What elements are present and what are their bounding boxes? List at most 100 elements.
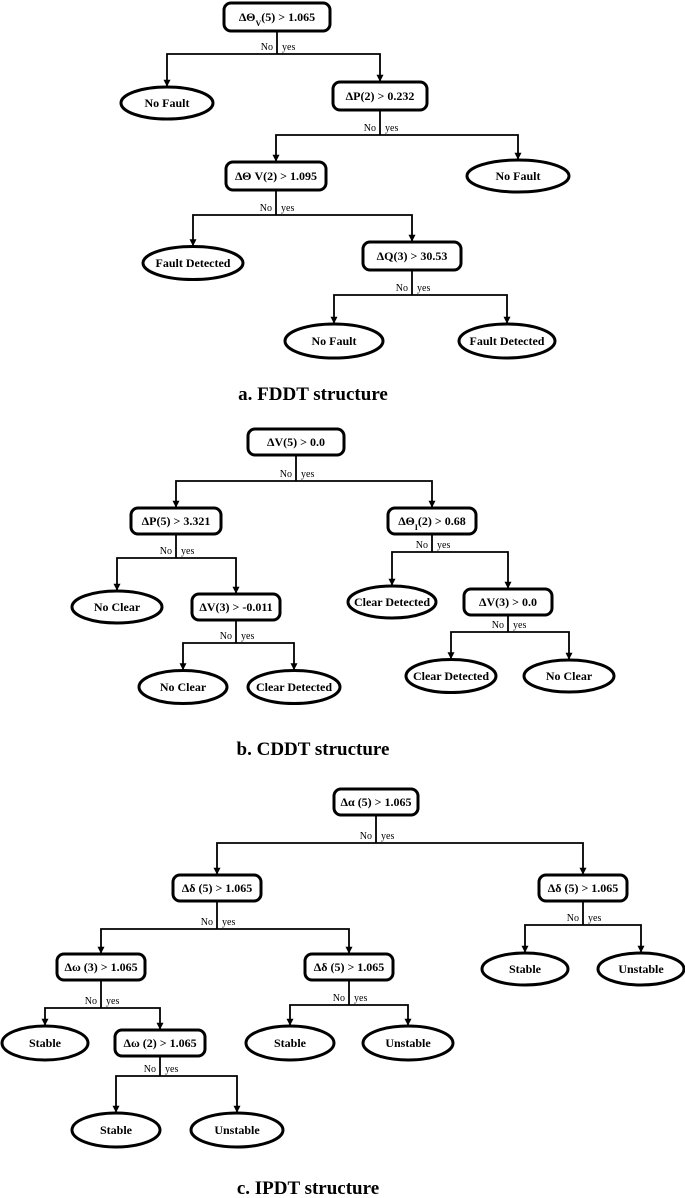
yes-branch-label: yes: [437, 540, 450, 551]
yes-branch-label: yes: [588, 913, 601, 924]
condition-label: Δω (2) > 1.065: [123, 1036, 196, 1050]
decision-box: [462, 587, 554, 617]
branch-arrows: [112, 1075, 241, 1113]
outcome-ellipse: [244, 1024, 336, 1062]
yes-branch-label: yes: [281, 203, 294, 214]
leaf-node: Fault Detected: [141, 245, 245, 281]
outcome-label: Stable: [100, 1123, 133, 1137]
outcome-ellipse: [404, 658, 498, 694]
no-branch-label: No: [416, 540, 428, 551]
decision-node: ΔΘ V(2) > 1.095: [224, 160, 328, 192]
decision-node: ΔP(5) > 3.321: [129, 506, 223, 536]
outcome-ellipse: [119, 85, 215, 121]
outcome-ellipse: [141, 245, 245, 281]
figure-caption: b. CDDT structure: [237, 739, 390, 760]
branch-arrows: [447, 631, 573, 660]
yes-branch-label: yes: [241, 631, 254, 642]
outcome-ellipse: [70, 589, 164, 625]
condition-label: ΔQ(3) > 30.53: [377, 249, 448, 263]
outcome-label: No Clear: [160, 680, 207, 694]
outcome-ellipse: [283, 322, 385, 360]
condition-label: Δα (5) > 1.065: [340, 795, 411, 809]
yes-branch-label: yes: [385, 123, 398, 134]
yes-branch-label: yes: [282, 42, 295, 53]
no-branch-label: No: [144, 1064, 156, 1075]
outcome-label: Stable: [274, 1036, 307, 1050]
decision-box: [55, 952, 147, 982]
outcome-label: No Fault: [145, 96, 190, 110]
outcome-label: Unstable: [385, 1036, 431, 1050]
no-branch-label: No: [201, 917, 213, 928]
condition-label: ΔV(5) > 0.0: [267, 435, 325, 449]
condition-label: ΔΘI(2) > 0.68: [398, 514, 466, 532]
condition-label: ΔΘV(5) > 1.065: [239, 10, 315, 28]
condition-label: ΔV(3) > 0.0: [479, 595, 537, 609]
outcome-label: Fault Detected: [470, 334, 545, 348]
yes-branch-label: yes: [381, 831, 394, 842]
decision-box: [171, 873, 263, 903]
condition-label: Δδ (5) > 1.065: [314, 960, 385, 974]
leaf-node: No Fault: [283, 322, 385, 360]
no-branch-label: No: [160, 546, 172, 557]
decision-box: [129, 506, 223, 536]
outcome-label: No Clear: [94, 600, 141, 614]
condition-label: Δω (3) > 1.065: [64, 960, 137, 974]
figure-caption: c. IPDT structure: [237, 1178, 379, 1198]
decision-box: [332, 787, 420, 817]
decision-box: [222, 1, 332, 33]
condition-label: Δδ (5) > 1.065: [548, 881, 619, 895]
leaf-node: No Fault: [465, 158, 571, 194]
decision-node: Δω (3) > 1.065: [55, 952, 147, 982]
branch-arrows: [41, 1007, 164, 1030]
leaf-node: Unstable: [189, 1111, 285, 1149]
outcome-label: Stable: [509, 962, 542, 976]
branch-arrows: [163, 53, 384, 87]
branch-arrows: [521, 924, 645, 953]
branch-arrows: [213, 842, 587, 875]
condition-label: ΔΘ V(2) > 1.095: [235, 169, 317, 183]
outcome-ellipse: [457, 322, 557, 360]
outcome-label: Clear Detected: [413, 669, 489, 683]
decision-box: [331, 80, 429, 112]
leaf-node: Clear Detected: [346, 584, 438, 620]
condition-label: Δδ (5) > 1.065: [182, 881, 253, 895]
decision-node: Δδ (5) > 1.065: [171, 873, 263, 903]
outcome-label: Stable: [29, 1036, 62, 1050]
outcome-ellipse: [346, 584, 438, 620]
leaf-node: Clear Detected: [246, 669, 342, 705]
outcome-label: Fault Detected: [156, 256, 231, 270]
leaf-node: No Fault: [119, 85, 215, 121]
leaf-node: No Clear: [522, 658, 616, 694]
decision-box: [224, 160, 328, 192]
branch-arrows: [388, 551, 512, 589]
leaf-node: Stable: [0, 1024, 90, 1062]
decision-node: Δδ (5) > 1.065: [303, 952, 395, 982]
yes-branch-label: yes: [513, 620, 526, 631]
branch-arrows: [189, 214, 416, 247]
decision-box: [361, 240, 463, 272]
yes-branch-label: yes: [106, 996, 119, 1007]
no-branch-label: No: [364, 123, 376, 134]
outcome-ellipse: [70, 1111, 162, 1149]
decision-box: [303, 952, 395, 982]
outcome-ellipse: [189, 1111, 285, 1149]
outcome-label: No Clear: [546, 669, 593, 683]
decision-node: Δω (2) > 1.065: [113, 1028, 207, 1058]
leaf-node: No Clear: [70, 589, 164, 625]
no-branch-label: No: [220, 631, 232, 642]
decision-node: ΔV(5) > 0.0: [246, 427, 346, 457]
yes-branch-label: yes: [165, 1064, 178, 1075]
outcome-ellipse: [137, 669, 229, 705]
condition-label: ΔV(3) > -0.011: [199, 600, 272, 614]
condition-label: ΔP(2) > 0.232: [346, 89, 415, 103]
branch-arrows: [97, 928, 353, 954]
